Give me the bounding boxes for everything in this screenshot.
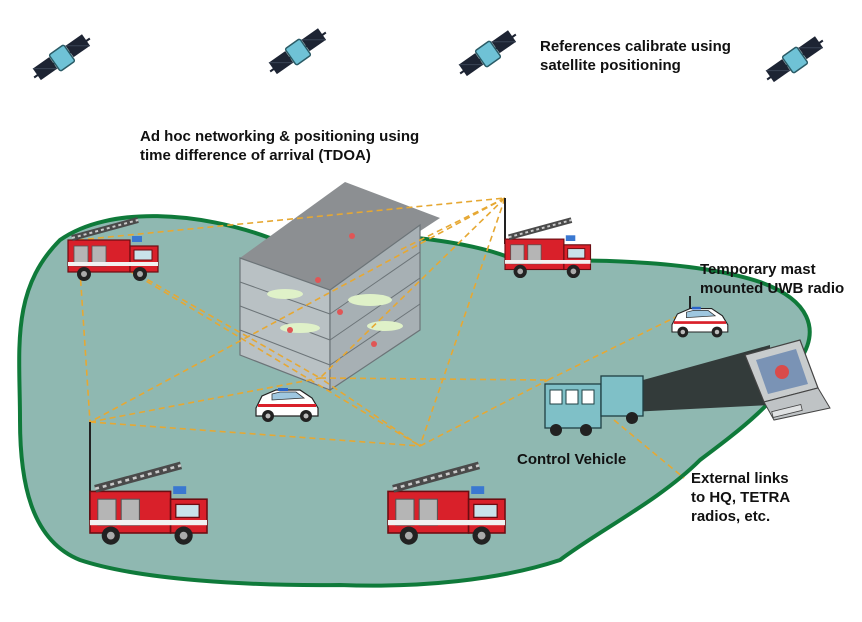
external-label-line-1: External links — [691, 470, 789, 487]
computer-monitor-icon — [744, 339, 831, 421]
satellite-label-line-2: satellite positioning — [540, 57, 681, 74]
satellite-icon — [31, 33, 92, 82]
control-vehicle-icon — [544, 375, 644, 436]
fire-truck-icon — [505, 220, 591, 278]
control-vehicle-label: Control Vehicle — [517, 451, 627, 468]
mast-label-line-1: Temporary mast — [700, 261, 816, 278]
adhoc-label-line-1: Ad hoc networking & positioning using — [140, 128, 420, 145]
satellite-calibration-label: References calibrate using satellite pos… — [540, 37, 731, 75]
mast-label-line-2: mounted UWB radio — [700, 280, 845, 297]
satellite-icon — [267, 27, 328, 76]
satellite-icon — [457, 29, 518, 78]
external-label-line-2: to HQ, TETRA — [691, 489, 791, 506]
satellite-icon — [764, 35, 825, 84]
tdoa-link-lines — [77, 197, 691, 479]
satellite-label-line-1: References calibrate using — [540, 38, 731, 55]
data-link-beam — [625, 345, 770, 412]
external-links-label: External links to HQ, TETRA radios, etc. — [691, 469, 790, 526]
adhoc-label-line-2: time difference of arrival (TDOA) — [140, 147, 371, 164]
external-label-line-3: radios, etc. — [691, 508, 771, 525]
adhoc-networking-label: Ad hoc networking & positioning using ti… — [140, 127, 419, 165]
temporary-mast-label: Temporary mast mounted UWB radio — [700, 260, 844, 298]
